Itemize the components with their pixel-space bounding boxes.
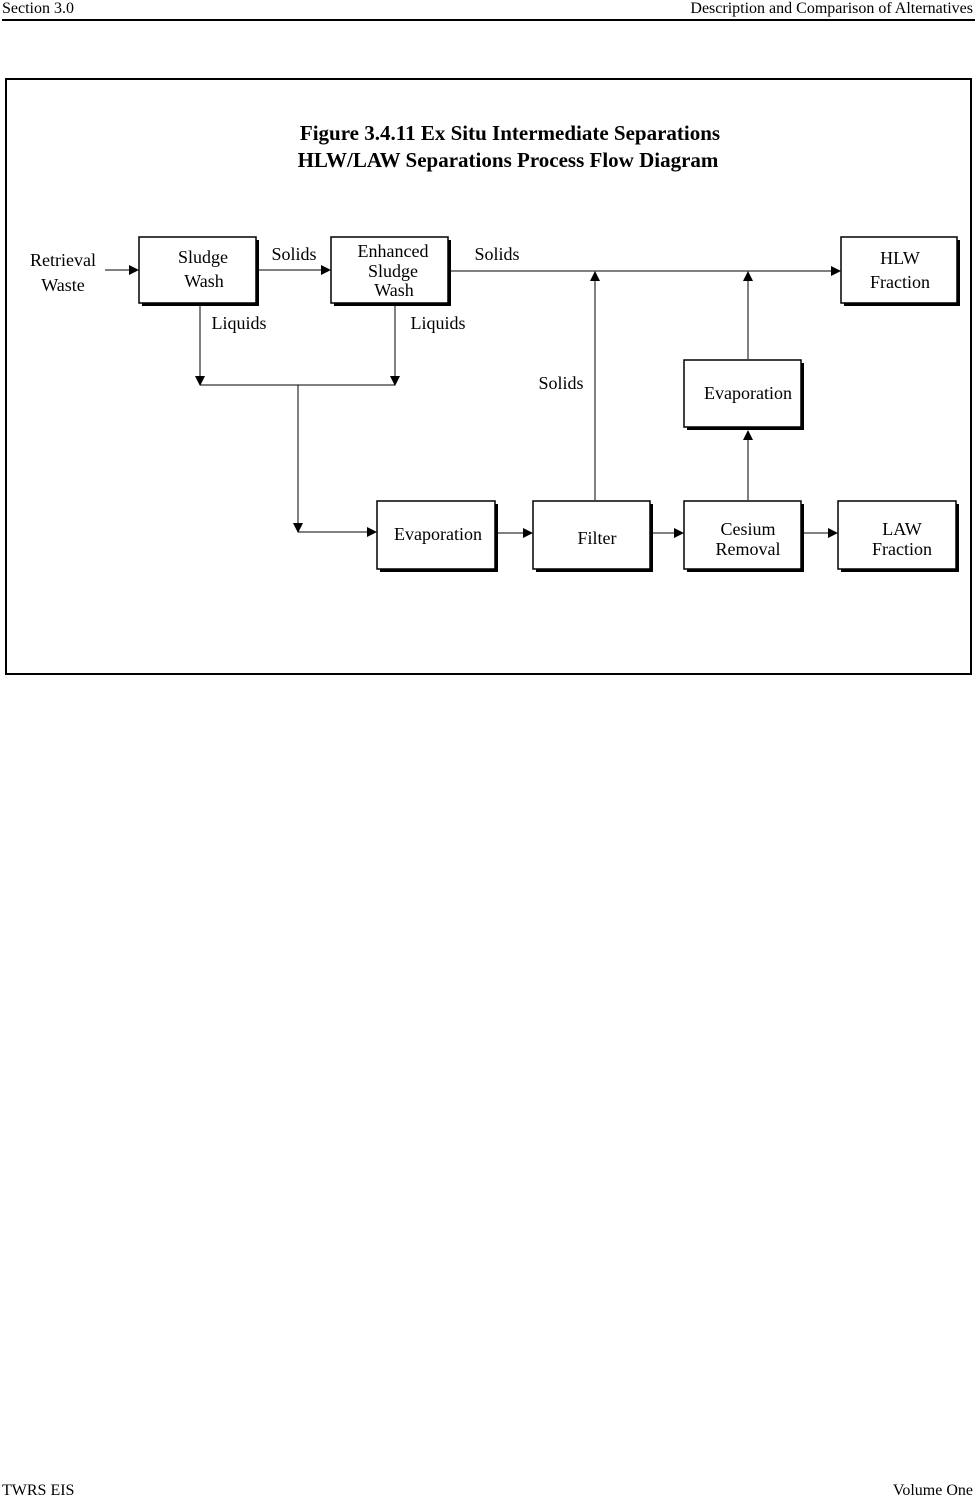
enhanced-sludge-wash-line2: Sludge xyxy=(368,261,418,281)
box-evaporation-upper xyxy=(683,359,802,428)
hlw-fraction-line2: Fraction xyxy=(870,272,930,292)
cesium-removal-line2: Removal xyxy=(716,539,781,559)
figure-title-line1: Figure 3.4.11 Ex Situ Intermediate Separ… xyxy=(300,121,720,145)
evaporation-upper-label: Evaporation xyxy=(704,383,792,403)
label-retrieval: Retrieval xyxy=(30,250,96,270)
law-fraction-line1: LAW xyxy=(882,519,922,539)
hlw-fraction-line1: HLW xyxy=(880,248,920,268)
filter-label: Filter xyxy=(578,528,617,548)
header-chapter-title: Description and Comparison of Alternativ… xyxy=(690,0,973,17)
label-liquids-2: Liquids xyxy=(410,313,465,333)
box-enhanced-sludge-wash xyxy=(330,236,449,304)
box-cesium-removal xyxy=(683,500,802,570)
box-hlw-fraction xyxy=(840,236,958,304)
footer-document: TWRS EIS xyxy=(2,1482,75,1499)
label-solids-3: Solids xyxy=(538,373,583,393)
evaporation-lower-label: Evaporation xyxy=(394,524,482,544)
box-filter xyxy=(532,500,651,570)
header-section: Section 3.0 xyxy=(2,0,74,17)
cesium-removal-line1: Cesium xyxy=(720,519,775,539)
sludge-wash-line1: Sludge xyxy=(178,247,228,267)
header-rule xyxy=(2,19,975,21)
sludge-wash-line2: Wash xyxy=(184,271,224,291)
box-law-fraction xyxy=(837,500,957,570)
figure-frame xyxy=(5,78,972,675)
label-waste: Waste xyxy=(41,275,85,295)
enhanced-sludge-wash-line3: Wash xyxy=(374,280,414,300)
label-solids-1: Solids xyxy=(271,244,316,264)
law-fraction-line2: Fraction xyxy=(872,539,932,559)
box-sludge-wash xyxy=(138,236,257,304)
label-solids-2: Solids xyxy=(474,244,519,264)
enhanced-sludge-wash-line1: Enhanced xyxy=(358,241,429,261)
box-evaporation-lower xyxy=(376,500,496,570)
footer-volume: Volume One xyxy=(892,1482,973,1499)
label-liquids-1: Liquids xyxy=(211,313,266,333)
process-flow-diagram: Figure 3.4.11 Ex Situ Intermediate Separ… xyxy=(30,121,960,572)
figure-title-line2: HLW/LAW Separations Process Flow Diagram xyxy=(298,148,719,172)
